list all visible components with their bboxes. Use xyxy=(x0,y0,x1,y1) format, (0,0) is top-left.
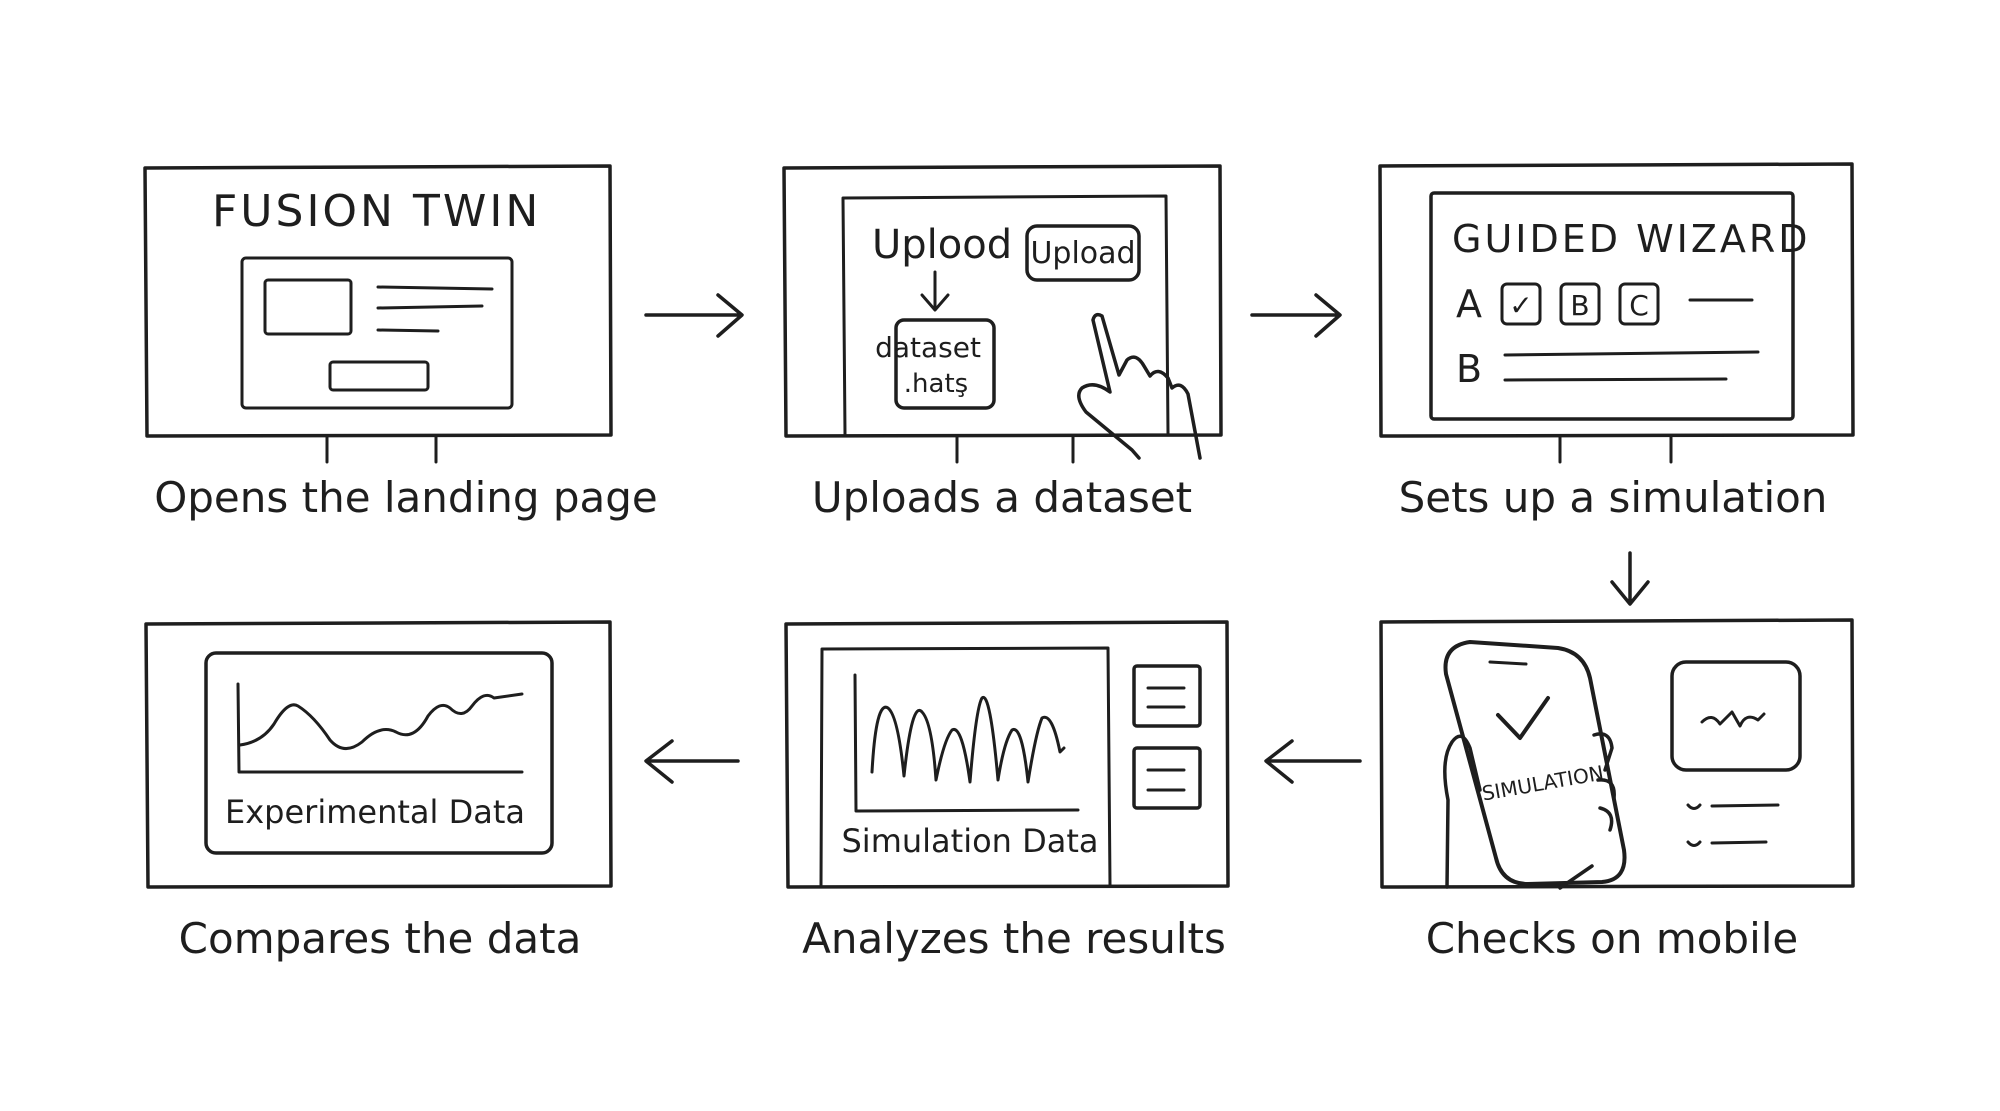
step-setup-simulation: GUIDED WIZARD A ✓ B C B Sets up a simula… xyxy=(1378,162,1855,522)
arrow-down-icon xyxy=(1610,551,1650,606)
file-name-line1: dataset xyxy=(875,331,981,364)
arrow-left-icon xyxy=(1264,739,1362,784)
text-lines-icon xyxy=(1503,298,1760,382)
landing-screen-frame xyxy=(143,164,613,438)
simulation-chart-label: Simulation Data xyxy=(841,822,1098,860)
side-panel-icon xyxy=(1132,664,1202,728)
caption-compare: Compares the data xyxy=(179,914,582,963)
arrow-right-icon xyxy=(644,293,744,338)
image-placeholder-icon xyxy=(263,278,353,336)
wizard-title: GUIDED WIZARD xyxy=(1452,217,1811,261)
arrow-right-icon xyxy=(1250,293,1342,338)
wizard-window xyxy=(1429,191,1795,421)
analysis-window xyxy=(819,646,1112,887)
simulation-line xyxy=(870,695,1066,784)
file-name-line2: .hatş xyxy=(904,369,968,399)
phone-speaker xyxy=(1488,660,1528,666)
text-lines-icon xyxy=(1146,686,1186,709)
screen-stand xyxy=(955,434,1075,464)
down-arrow-icon xyxy=(920,270,950,312)
caption-setup: Sets up a simulation xyxy=(1399,473,1828,522)
text-lines-icon xyxy=(376,285,494,333)
upload-button-label: Upload xyxy=(1030,236,1135,271)
upload-button[interactable] xyxy=(1025,224,1141,282)
file-card-icon xyxy=(894,318,996,410)
chart-axes xyxy=(236,682,524,774)
arrow-left-icon xyxy=(644,739,740,784)
smartphone-icon xyxy=(1443,640,1627,886)
step-upload-dataset: Uplood Upload dataset .hatş Uploads a da… xyxy=(782,164,1223,522)
compare-window xyxy=(204,651,554,855)
chart-axes xyxy=(853,673,1080,813)
hand-pointer-icon xyxy=(1077,312,1202,460)
step-compare-data: Experimental Data Compares the data xyxy=(144,620,613,963)
step-checks-mobile: SIMULATION Checks on mobile xyxy=(1379,618,1855,963)
landing-window xyxy=(240,256,514,410)
side-panel-icon xyxy=(1132,746,1202,810)
landing-title: FUSION TWIN xyxy=(212,186,541,237)
cta-button-icon xyxy=(328,360,430,392)
step-landing-page: FUSION TWIN Opens the landing page xyxy=(143,164,658,522)
analysis-screen-frame xyxy=(784,620,1230,889)
list-lines-icon xyxy=(1686,803,1780,847)
checkmark-icon xyxy=(1496,696,1550,740)
upload-window xyxy=(841,194,1170,436)
wizard-row-b-label: B xyxy=(1456,347,1482,391)
option-checkbox[interactable] xyxy=(1559,282,1601,326)
option-2-label: B xyxy=(1570,289,1589,322)
option-1-label: ✓ xyxy=(1509,289,1532,322)
caption-mobile: Checks on mobile xyxy=(1426,914,1799,963)
sparkline-icon xyxy=(1700,710,1766,728)
wizard-screen-frame xyxy=(1378,162,1855,438)
phone-screen-label: SIMULATION xyxy=(1480,761,1605,806)
experimental-chart-label: Experimental Data xyxy=(225,793,525,831)
caption-analyze: Analyzes the results xyxy=(802,914,1226,963)
option-3-label: C xyxy=(1629,289,1649,322)
option-checkbox[interactable] xyxy=(1500,282,1542,326)
caption-landing: Opens the landing page xyxy=(154,473,658,522)
caption-upload: Uploads a dataset xyxy=(812,473,1192,522)
mobile-screen-frame xyxy=(1379,618,1855,889)
upload-screen-frame xyxy=(782,164,1223,438)
step-analyze-results: Simulation Data Analyzes the results xyxy=(784,620,1230,963)
upload-heading: Uplood xyxy=(872,222,1012,268)
chart-card-icon xyxy=(1670,660,1802,772)
text-lines-icon xyxy=(1146,768,1186,792)
option-checkbox[interactable] xyxy=(1618,282,1660,326)
screen-stand xyxy=(325,434,438,464)
experimental-line xyxy=(238,692,524,750)
compare-screen-frame xyxy=(144,620,613,889)
wizard-row-a-label: A xyxy=(1456,282,1482,326)
screen-stand xyxy=(1558,434,1673,464)
